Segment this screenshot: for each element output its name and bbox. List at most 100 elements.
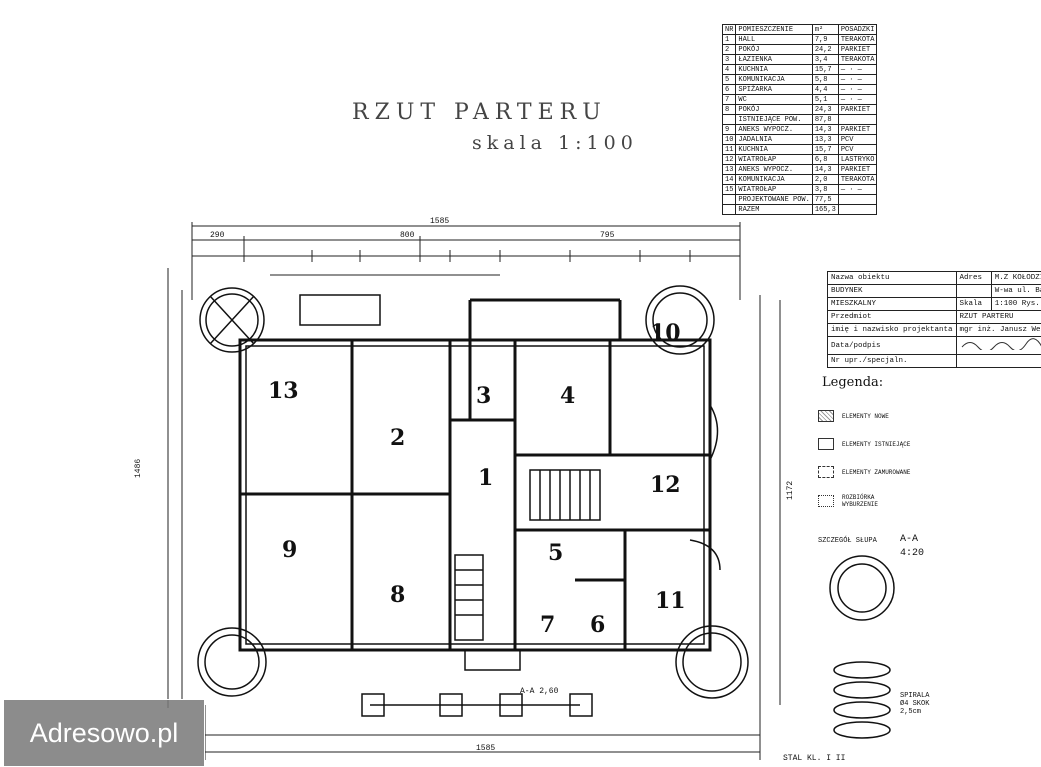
header-cell: m² — [811, 24, 839, 35]
room-table-cell — [837, 194, 878, 205]
plan-title: RZUT PARTERU — [352, 100, 607, 125]
room-table-cell: 87,8 — [811, 114, 839, 125]
legend-swatch-icon — [818, 438, 834, 450]
room-table-cell: 14 — [721, 174, 737, 185]
info-cell: Data/podpis — [827, 336, 957, 355]
room-table-cell: — · — — [837, 94, 878, 105]
room-number: 11 — [655, 588, 686, 614]
room-table-cell: 11 — [721, 144, 737, 155]
info-cell: imię i nazwisko projektanta — [827, 323, 957, 337]
room-table-cell: 13 — [721, 164, 737, 175]
info-cell: Nazwa obiektu — [827, 271, 957, 285]
room-table-cell: PROJEKTOWANE POW. — [735, 194, 813, 205]
room-number: 6 — [590, 612, 605, 638]
room-table-cell: KOMUNIKACJA — [735, 74, 813, 85]
room-table-cell: 15 — [721, 184, 737, 195]
room-table-cell — [721, 114, 737, 125]
dim-top-1: 290 — [210, 231, 225, 240]
room-number: 8 — [390, 582, 405, 608]
room-table-cell: 6,8 — [811, 154, 839, 165]
room-number: 12 — [650, 472, 681, 498]
legend-label: ELEMENTY NOWE — [842, 412, 889, 420]
legend-label: ELEMENTY ZAMUROWANE — [842, 468, 911, 476]
detail-label: SZCZEGÓŁ SŁUPA — [818, 537, 877, 545]
room-table-cell: LASTRYKO — [837, 154, 878, 165]
room-number: 9 — [282, 537, 297, 563]
room-table-cell: 165,3 — [811, 204, 839, 215]
info-cell: BUDYNEK — [827, 284, 957, 298]
room-table-cell: 9 — [721, 124, 737, 135]
info-cell — [955, 354, 1041, 368]
room-table-cell: PCV — [837, 134, 878, 145]
legend-item: ELEMENTY NOWE — [818, 410, 912, 422]
info-cell: Nr upr./specjaln. — [827, 354, 957, 368]
room-table-cell: RAZEM — [735, 204, 813, 215]
room-table-cell: 10 — [721, 134, 737, 145]
title-block-table: Nazwa obiektu Adres M.Z KOŁODZIEJ BUDYNE… — [827, 271, 1041, 368]
room-table-cell: 2 — [721, 44, 737, 55]
room-table-cell: — · — — [837, 64, 878, 75]
room-table-cell: JADALNIA — [735, 134, 813, 145]
info-cell: M.Z KOŁODZIEJ — [990, 271, 1041, 285]
info-cell: Adres — [955, 271, 992, 285]
room-table-cell: — · — — [837, 74, 878, 85]
room-table-cell: PARKIET — [837, 124, 878, 135]
room-table-cell: 6 — [721, 84, 737, 95]
footer-note: STAL KL. I II — [783, 754, 846, 763]
room-table-cell: ANEKS WYPOCZ. — [735, 124, 813, 135]
room-table-cell — [721, 194, 737, 205]
room-table-cell — [837, 204, 878, 215]
room-table-cell: 2,0 — [811, 174, 839, 185]
room-table-cell: 15,7 — [811, 64, 839, 75]
dim-top-total: 1585 — [430, 217, 449, 226]
legend-item: ROZBIÓRKA WYBURZENIE — [818, 494, 912, 508]
room-number: 3 — [476, 383, 491, 409]
detail-note: SPIRALA Ø4 SKOK 2,5cm — [900, 692, 930, 716]
room-number: 2 — [390, 425, 405, 451]
info-cell: 1:100 Rys. Nr — [990, 297, 1041, 311]
room-table-cell: 14,3 — [811, 124, 839, 135]
room-table-cell: 1 — [721, 34, 737, 45]
room-table-cell: KUCHNIA — [735, 144, 813, 155]
info-cell — [955, 284, 992, 298]
room-table-cell: 4 — [721, 64, 737, 75]
room-table-cell: WC — [735, 94, 813, 105]
info-cell: W-wa ul. Bat. C — [990, 284, 1041, 298]
room-table-cell — [721, 204, 737, 215]
room-table-cell: 4,4 — [811, 84, 839, 95]
legend-label: ROZBIÓRKA WYBURZENIE — [842, 494, 879, 508]
dim-left-total: 1486 — [134, 459, 143, 478]
room-table-row: ISTNIEJĄCE POW.87,8 — [721, 114, 878, 125]
room-number: 10 — [650, 320, 681, 346]
legend-swatch-icon — [818, 466, 834, 478]
room-table-cell: 3,4 — [811, 54, 839, 65]
room-table-cell: 7 — [721, 94, 737, 105]
info-cell: Przedmiot — [827, 310, 957, 324]
room-table-cell: PCV — [837, 144, 878, 155]
room-table-cell: ANEKS WYPOCZ. — [735, 164, 813, 175]
info-cell: RZUT PARTERU — [955, 310, 1041, 324]
room-table-cell: 5 — [721, 74, 737, 85]
room-number: 1 — [478, 465, 493, 491]
legend-item: ELEMENTY ISTNIEJĄCE — [818, 438, 912, 450]
room-table-cell: WIATROŁAP — [735, 154, 813, 165]
legend-swatch-icon — [818, 410, 834, 422]
room-number: 4 — [560, 383, 575, 409]
room-table-cell: TERAKOTA — [837, 174, 878, 185]
scale-value: 1:100 — [994, 300, 1018, 308]
legend-swatch-icon — [818, 495, 834, 507]
watermark-logo: Adresowo.pl — [3, 699, 205, 767]
room-table-cell: 8 — [721, 104, 737, 115]
